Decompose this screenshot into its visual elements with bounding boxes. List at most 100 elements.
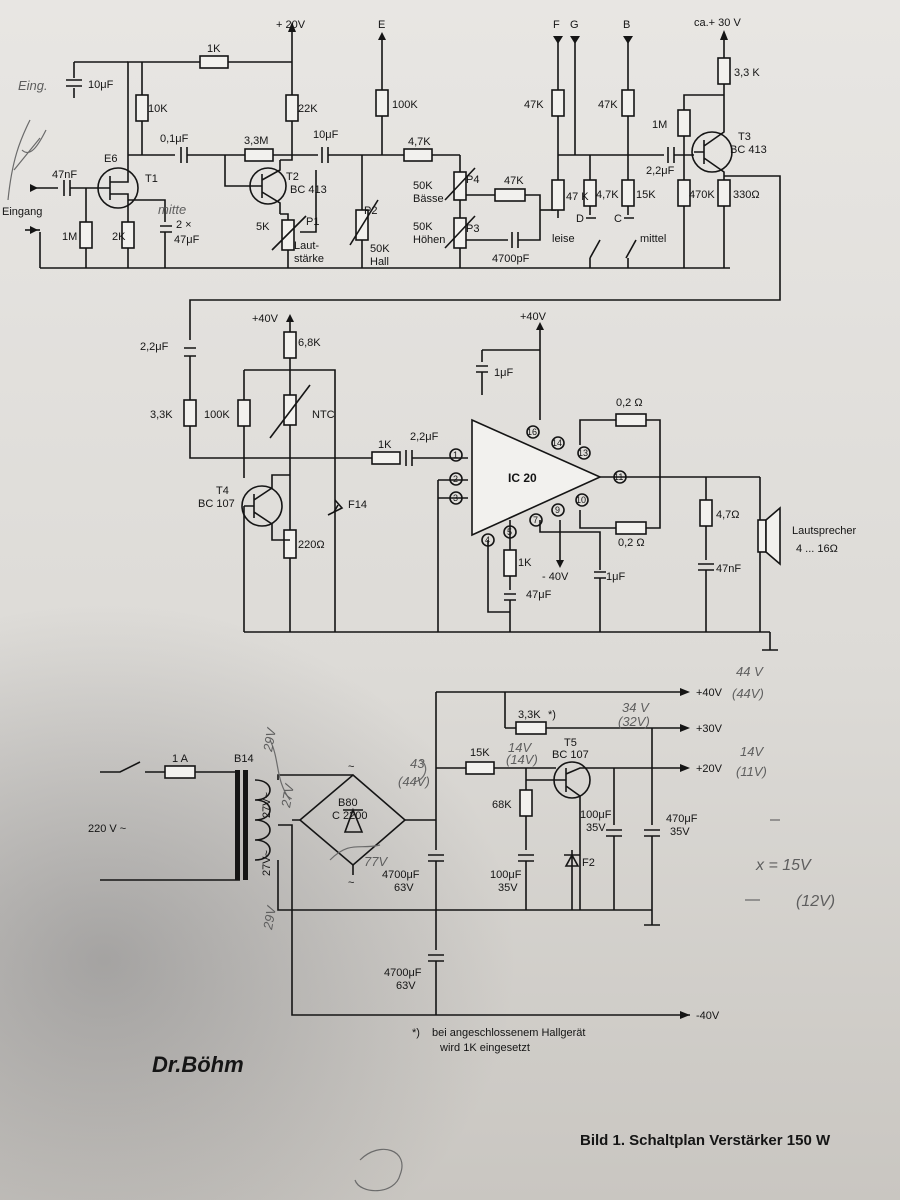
- label-r-p4: 47K: [504, 175, 524, 187]
- label-p4: P4: [466, 174, 479, 186]
- label-t3: T3: [738, 131, 751, 143]
- hw-mitte: mitte: [158, 202, 186, 217]
- label-r-gate: 1M: [62, 231, 77, 243]
- label-r47k-3: 47 K: [566, 191, 589, 203]
- label-leise: leise: [552, 233, 575, 245]
- label-t3-type: BC 413: [730, 144, 767, 156]
- label-t2-type: BC 413: [290, 184, 327, 196]
- label-p3-val: 50K: [413, 221, 433, 233]
- label-t2: T2: [286, 171, 299, 183]
- label-c100a: 100μF: [580, 809, 612, 821]
- label-r470: 470K: [689, 189, 715, 201]
- label-speaker1: Lautsprecher: [792, 525, 857, 537]
- label-c47n: 47nF: [716, 563, 741, 575]
- label-c1b: 1μF: [606, 571, 625, 583]
- pin-11: 11: [614, 472, 623, 482]
- label-r1k-b: 1K: [518, 557, 532, 569]
- label-bridge2: C 2200: [332, 810, 367, 822]
- label-r33k: 3,3K: [518, 709, 541, 721]
- label-p3: P3: [466, 223, 479, 235]
- label-c-bypass: 10μF: [88, 79, 114, 91]
- pin-1: 1: [453, 450, 458, 460]
- label-r330: 330Ω: [733, 189, 760, 201]
- label-c-couple: 0,1μF: [160, 133, 189, 145]
- pin-13: 13: [578, 448, 588, 458]
- hw-34v: 34 V: [622, 700, 650, 715]
- label-c22: 2,2μF: [646, 165, 675, 177]
- figure-caption: Bild 1. Schaltplan Verstärker 150 W: [580, 1132, 831, 1149]
- label-e: E: [378, 19, 385, 31]
- label-r-fb: 1K: [207, 43, 221, 55]
- label-p4-name: Bässe: [413, 193, 444, 205]
- label-out30: +30V: [696, 723, 723, 735]
- label-sw-d: D: [576, 213, 584, 225]
- label-c100b-v: 35V: [498, 882, 518, 894]
- label-r02a: 0,2 Ω: [616, 397, 643, 409]
- label-f2: F2: [582, 857, 595, 869]
- hw-12v: (12V): [796, 893, 835, 910]
- label-p2-val: 50K: [370, 243, 390, 255]
- label-c-src2: 47μF: [174, 234, 200, 246]
- label-r15: 15K: [636, 189, 656, 201]
- label-c22-in: 2,2μF: [140, 341, 169, 353]
- pin-14: 14: [552, 438, 562, 448]
- hw-43: 43: [410, 756, 425, 771]
- label-f14: F14: [348, 499, 367, 511]
- label-c22b: 2,2μF: [410, 431, 439, 443]
- label-r33k-star: *): [548, 709, 556, 721]
- hw-44v: 44 V: [736, 664, 764, 679]
- hw-44v-b: (44V): [732, 686, 764, 701]
- label-r68: 6,8K: [298, 337, 321, 349]
- label-p1-name1: Laut-: [294, 240, 319, 252]
- label-ic: IC 20: [508, 471, 537, 485]
- label-r-drain: 10K: [148, 103, 168, 115]
- label-t4: T4: [216, 485, 229, 497]
- hw-x15v: x = 15V: [755, 857, 812, 874]
- label-c4700a: 4700μF: [382, 869, 420, 881]
- hw-44v-c: (44V): [398, 774, 430, 789]
- power-stage-section: [183, 314, 781, 651]
- label-mittel: mittel: [640, 233, 666, 245]
- label-p1-name2: stärke: [294, 253, 324, 265]
- label-eingang: Eingang: [2, 206, 42, 218]
- label-r1k: 1K: [378, 439, 392, 451]
- label-v40: +40V: [252, 313, 279, 325]
- label-sec1: 27V~: [261, 792, 273, 818]
- label-r-src: 2K: [112, 231, 126, 243]
- label-out40: +40V: [696, 687, 723, 699]
- hw-29v: 29V: [260, 726, 279, 754]
- handwritten-annotations: [7, 119, 780, 1192]
- pin-9: 9: [555, 505, 560, 515]
- power-supply-section: [100, 688, 690, 1019]
- label-c470: 470μF: [666, 813, 698, 825]
- label-mains: 220 V ~: [88, 823, 126, 835]
- label-p2-name: Hall: [370, 256, 389, 268]
- label-sec2: 27V~: [261, 850, 273, 876]
- hw-14v-b: (14V): [506, 752, 538, 767]
- pin-3: 3: [453, 493, 458, 503]
- label-c4700a-v: 63V: [394, 882, 414, 894]
- label-p3-name: Höhen: [413, 234, 445, 246]
- hw-27v: 27V: [278, 782, 297, 810]
- handwritten-text: Eing. mitte 44 V (44V) 34 V (32V) 14V (1…: [18, 78, 835, 932]
- label-bridge: B80: [338, 797, 358, 809]
- label-r1m: 1M: [652, 119, 667, 131]
- label-c-in: 47nF: [52, 169, 77, 181]
- hw-32v: (32V): [618, 714, 650, 729]
- label-r33k-pre: 3,3 K: [734, 67, 760, 79]
- label-c-out: 10μF: [313, 129, 339, 141]
- dr-bohm-logo: Dr.Böhm: [152, 1052, 244, 1077]
- label-r15k: 15K: [470, 747, 490, 759]
- label-r-hall: 100K: [392, 99, 418, 111]
- label-g: G: [570, 19, 579, 31]
- footnote-marker: *): [412, 1027, 420, 1039]
- label-r33: 3,3K: [150, 409, 173, 421]
- label-t4-type: BC 107: [198, 498, 235, 510]
- preamp-section: [25, 22, 781, 340]
- pin-16: 16: [527, 427, 537, 437]
- pin-10: 10: [576, 495, 586, 505]
- pin-7: 7: [533, 515, 538, 525]
- label-t5: T5: [564, 737, 577, 749]
